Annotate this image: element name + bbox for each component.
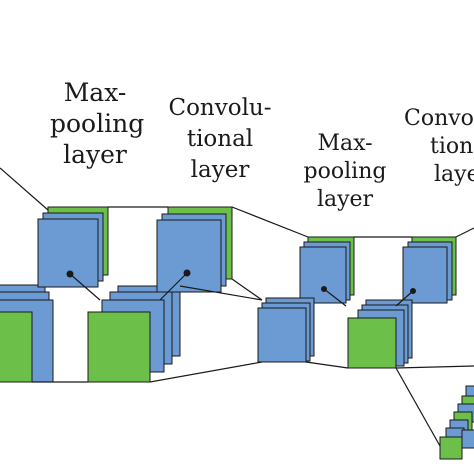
maxpool2-bottom-stack [257,297,315,363]
maxpool1-top-stack [37,206,109,288]
stage1-feature-maps [0,284,54,383]
maxpool1-label: Max- pooling layer [50,77,145,170]
conv2-label: Convolu- tional layer [404,105,474,189]
conv1-label-line2: tional [186,126,254,152]
conv1-top-stack [156,206,233,293]
maxpool1-label-line3: layer [63,140,127,169]
maxpool2-label-line1: Max- [317,131,373,156]
maxpool1-label-line1: Max- [63,78,127,107]
connector-lines-2 [305,227,474,447]
maxpool2-label-line3: layer [316,187,374,212]
conv2-bottom-stack [347,299,413,369]
maxpool2-top-stack [299,236,355,304]
conv1-label: Convolu- tional layer [160,93,280,186]
maxpool1-label-line2: pooling [50,109,145,138]
conv1-label-line3: layer [190,157,250,183]
maxpool1-bottom-stack [87,285,181,383]
conv2-top-stack [402,236,457,304]
conv2-label-line3: layer [434,162,474,187]
connector-lines-1 [0,167,309,383]
maxpool2-label-line2: pooling [303,159,387,184]
stage3-small-stacks [439,385,474,460]
conv1-label-line1: Convolu- [168,95,272,121]
maxpool2-label: Max- pooling layer [300,130,390,214]
conv2-label-line1: Convolu- [404,106,474,131]
conv2-label-line2: tional [430,134,474,159]
